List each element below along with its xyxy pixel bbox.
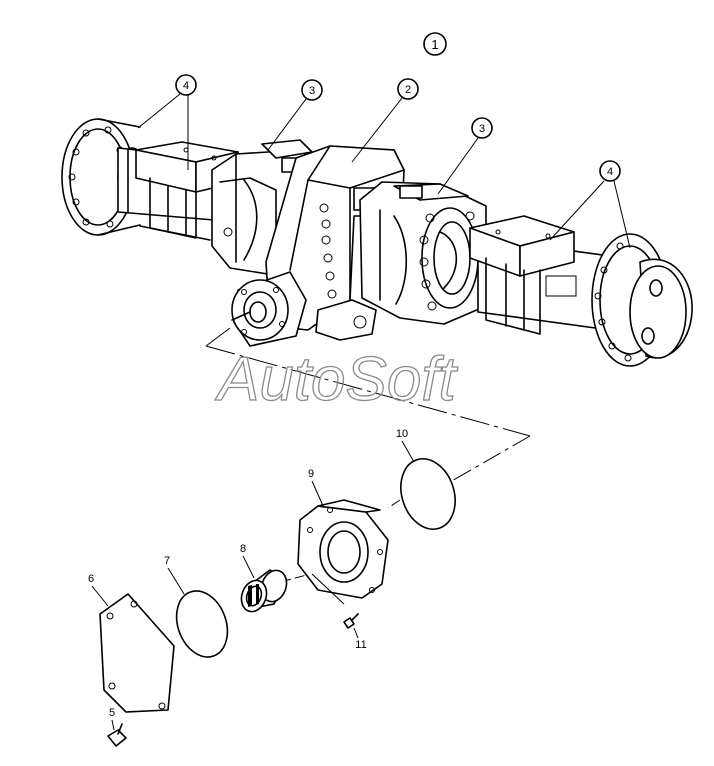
svg-text:1: 1 [431,37,438,52]
part-5-bolt [107,723,127,747]
svg-text:6: 6 [88,573,94,585]
callout-4-right: 4 [549,160,631,249]
part-8-needle-bearing [240,569,288,613]
callouts: 1 4 3 2 3 4 [88,32,631,731]
part-6-cover-plate [99,593,175,713]
callout-2: 2 [351,78,419,163]
callout-5: 5 [109,707,115,731]
svg-text:4: 4 [183,80,189,92]
right-axle-tube [469,215,611,335]
callout-10: 10 [396,428,415,463]
callout-7: 7 [164,555,185,595]
svg-text:3: 3 [309,85,315,97]
callout-4-left: 4 [137,74,197,170]
svg-text:4: 4 [607,166,613,178]
svg-text:8: 8 [240,543,246,555]
svg-text:11: 11 [355,639,366,651]
callout-8: 8 [240,543,255,579]
callout-1: 1 [423,32,447,56]
right-hub-flange [591,233,693,367]
part-10-gasket [400,458,456,530]
callout-6: 6 [88,573,109,607]
right-housing-bolts [419,211,475,311]
svg-text:2: 2 [405,84,411,96]
svg-text:9: 9 [308,468,314,480]
part-11-bolt [343,613,359,629]
callout-9: 9 [308,468,325,509]
watermark-text: AutoSoft [214,345,459,414]
svg-text:10: 10 [396,428,408,440]
right-brake-housing [359,181,487,325]
input-pinion-flange [231,271,307,347]
svg-text:3: 3 [479,123,485,135]
axle-assembly [61,118,693,367]
callout-3-left: 3 [267,79,323,151]
leader-9-to-11 [311,573,345,605]
svg-text:5: 5 [109,707,115,719]
part-7-gasket [175,590,229,658]
part-9-bearing-carrier [297,499,389,599]
callout-11: 11 [353,627,367,651]
callout-3-right: 3 [437,117,493,195]
svg-text:7: 7 [164,555,170,567]
